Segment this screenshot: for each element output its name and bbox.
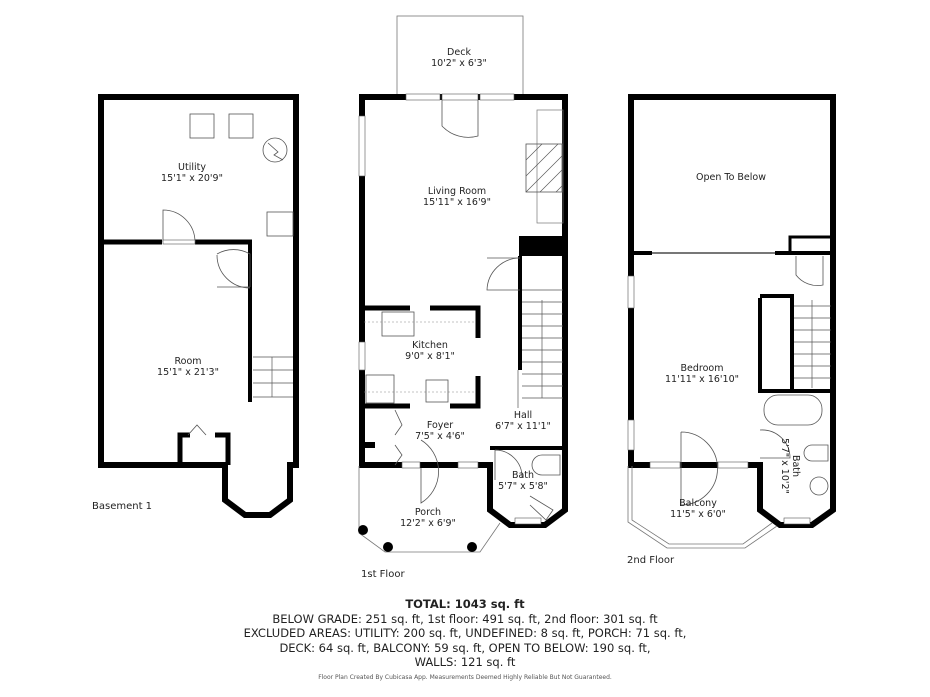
room-name: Bath — [790, 454, 801, 478]
room-size: 6'7" x 11'1" — [495, 421, 551, 432]
room-size: 11'5" x 6'0" — [670, 509, 726, 520]
room-label-open-to-below: Open To Below — [696, 172, 766, 183]
room-name: Hall — [513, 410, 533, 421]
room-size: 10'2" x 6'3" — [431, 58, 487, 69]
room-label-balcony: Balcony 11'5" x 6'0" — [670, 498, 726, 520]
room-label-foyer: Foyer 7'5" x 4'6" — [415, 420, 465, 442]
area-summary: TOTAL: 1043 sq. ft BELOW GRADE: 251 sq. … — [0, 597, 930, 670]
room-size: 12'2" x 6'9" — [400, 518, 456, 529]
room-label-room: Room 15'1" x 21'3" — [157, 356, 219, 378]
floor-title-1st: 1st Floor — [361, 569, 405, 580]
room-name: Room — [174, 356, 202, 367]
summary-line-2: EXCLUDED AREAS: UTILITY: 200 sq. ft, UND… — [243, 626, 687, 640]
basement-plan — [98, 94, 299, 518]
floor-title-2nd: 2nd Floor — [627, 555, 675, 566]
room-name: Utility — [178, 162, 206, 173]
room-label-bath-1st: Bath 5'7" x 5'8" — [498, 470, 548, 492]
room-size: 9'0" x 8'1" — [405, 351, 455, 362]
room-size: 5'7" x 10'2" — [779, 438, 790, 494]
room-name: Bedroom — [680, 363, 724, 374]
room-size: 15'1" x 20'9" — [161, 173, 223, 184]
room-size: 15'11" x 16'9" — [423, 197, 491, 208]
summary-line-3: DECK: 64 sq. ft, BALCONY: 59 sq. ft, OPE… — [279, 640, 651, 655]
second-floor-plan — [627, 94, 836, 549]
summary-line-4: WALLS: 121 sq. ft — [414, 655, 516, 669]
room-label-deck: Deck 10'2" x 6'3" — [431, 47, 487, 69]
room-name: Kitchen — [412, 340, 448, 351]
room-label-living-room: Living Room 15'11" x 16'9" — [423, 186, 491, 208]
room-name: Porch — [414, 507, 442, 518]
summary-line-1: BELOW GRADE: 251 sq. ft, 1st floor: 491 … — [272, 611, 658, 626]
room-label-kitchen: Kitchen 9'0" x 8'1" — [405, 340, 455, 362]
room-size: 7'5" x 4'6" — [415, 431, 465, 442]
disclaimer-footer: Floor Plan Created By Cubicasa App. Meas… — [318, 674, 612, 681]
room-name: Open To Below — [696, 172, 766, 183]
room-size: 15'1" x 21'3" — [157, 367, 219, 378]
room-label-utility: Utility 15'1" x 20'9" — [161, 162, 223, 184]
room-name: Balcony — [679, 498, 717, 509]
room-label-hall: Hall 6'7" x 11'1" — [495, 410, 551, 432]
room-name: Foyer — [426, 420, 454, 431]
room-label-bedroom: Bedroom 11'11" x 16'10" — [665, 363, 739, 385]
first-floor-plan — [358, 15, 568, 553]
room-size: 5'7" x 5'8" — [498, 481, 548, 492]
room-name: Deck — [447, 47, 471, 58]
total-area: TOTAL: 1043 sq. ft — [405, 597, 525, 611]
room-name: Living Room — [427, 186, 487, 197]
room-size: 11'11" x 16'10" — [665, 374, 739, 385]
room-label-porch: Porch 12'2" x 6'9" — [400, 507, 456, 529]
room-label-bath-2nd: Bath 5'7" x 10'2" — [779, 438, 801, 494]
floor-title-basement: Basement 1 — [92, 501, 153, 512]
room-name: Bath — [511, 470, 535, 481]
